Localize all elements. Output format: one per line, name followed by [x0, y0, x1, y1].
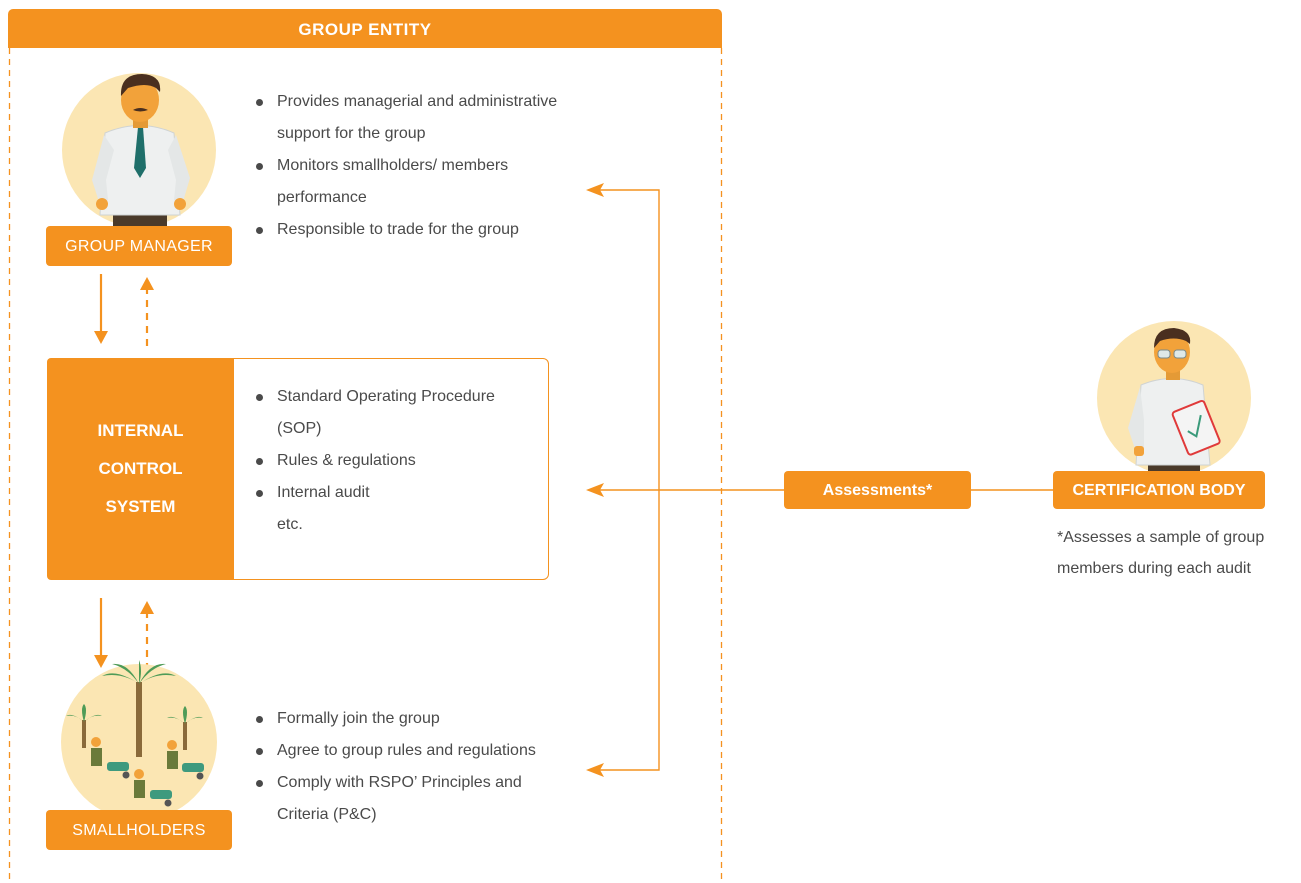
- group-manager-illustration: [62, 73, 216, 227]
- certification-body-note: *Assesses a sample of group members duri…: [1057, 529, 1265, 577]
- internal-control-system-title: INTERNAL CONTROL SYSTEM: [97, 421, 184, 516]
- list-item: support for the group: [277, 125, 426, 142]
- smallholders-label: SMALLHOLDERS: [46, 810, 232, 850]
- bullet-icon: [256, 748, 263, 755]
- list-item: Provides managerial and administrative: [254, 86, 654, 118]
- assessment-bracket: [600, 189, 1053, 771]
- smallholders-illustration: [61, 660, 217, 820]
- bullet-icon: [256, 780, 263, 787]
- list-item: Comply with RSPO’ Principles and: [254, 767, 564, 799]
- assessments-label: Assessments*: [784, 471, 971, 509]
- arrowhead-to-smallholders: [586, 763, 604, 777]
- bullet-icon: [256, 716, 263, 723]
- group-manager-label: GROUP MANAGER: [46, 226, 232, 266]
- list-item: Internal audit: [254, 477, 544, 509]
- ics-to-gm-dashed-arrow: [140, 277, 154, 346]
- bullet-icon: [256, 99, 263, 106]
- internal-control-system-items: Standard Operating Procedure (SOP) Rules…: [254, 381, 544, 541]
- list-item: Monitors smallholders/ members: [254, 150, 654, 182]
- bullet-icon: [256, 227, 263, 234]
- list-item: performance: [277, 189, 367, 206]
- list-item: Formally join the group: [254, 703, 564, 735]
- list-item: Responsible to trade for the group: [254, 214, 654, 246]
- internal-control-system-block: INTERNAL CONTROL SYSTEM: [47, 358, 234, 580]
- list-item: Criteria (P&C): [277, 806, 377, 823]
- list-item: etc.: [277, 516, 303, 533]
- certification-body-label: CERTIFICATION BODY: [1053, 471, 1265, 509]
- bullet-icon: [256, 458, 263, 465]
- ics-to-sh-arrow: [94, 598, 108, 668]
- bullet-icon: [256, 163, 263, 170]
- sh-to-ics-dashed-arrow: [140, 601, 154, 670]
- group-manager-responsibilities: Provides managerial and administrative s…: [254, 86, 654, 246]
- smallholders-commitments: Formally join the group Agree to group r…: [254, 703, 564, 831]
- group-entity-header: GROUP ENTITY: [8, 9, 722, 48]
- bullet-icon: [256, 490, 263, 497]
- arrowhead-to-manager: [586, 183, 604, 197]
- internal-control-system-box: [234, 358, 549, 580]
- list-item: (SOP): [277, 420, 322, 437]
- bullet-icon: [256, 394, 263, 401]
- gm-to-ics-arrow: [94, 274, 108, 344]
- arrowhead-to-ics: [586, 483, 604, 497]
- list-item: Agree to group rules and regulations: [254, 735, 564, 767]
- certification-body-illustration: [1097, 321, 1251, 475]
- list-item: Standard Operating Procedure: [254, 381, 544, 413]
- list-item: Rules & regulations: [254, 445, 544, 477]
